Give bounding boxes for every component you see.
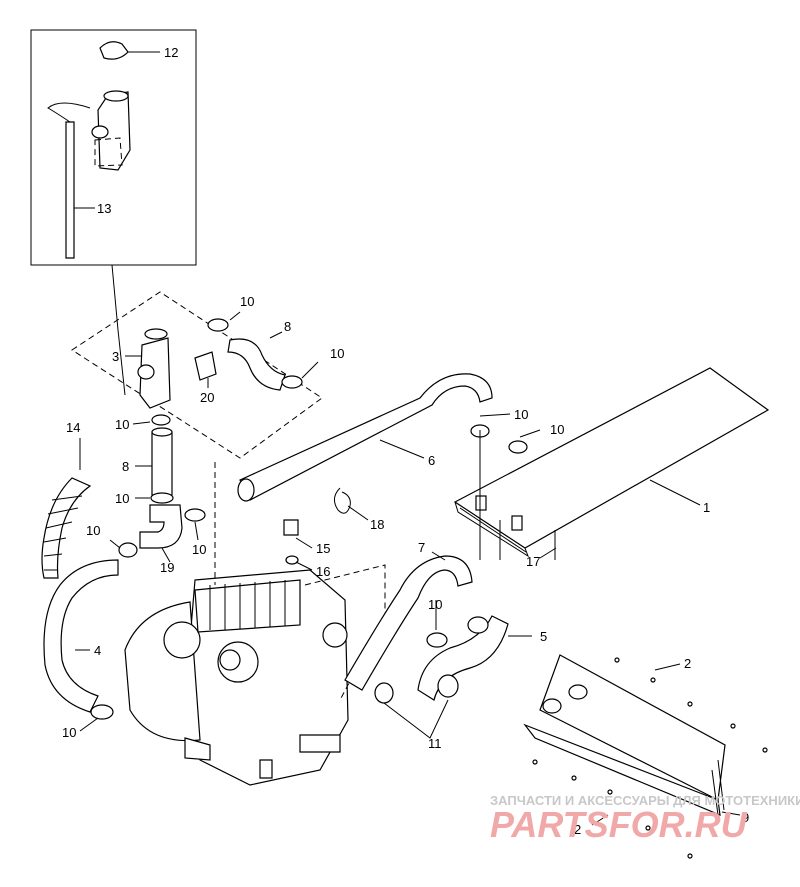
callout-15: 15 [316, 541, 330, 556]
hose-6 [237, 373, 493, 502]
callout-2-b: 2 [574, 822, 581, 837]
callout-10-f: 10 [192, 542, 206, 557]
callout-1: 1 [703, 500, 710, 515]
callout-5: 5 [540, 629, 547, 644]
clamp-elbow-a [184, 508, 206, 522]
hose-5 [417, 615, 509, 701]
engine-block [124, 569, 349, 786]
callout-16: 16 [316, 564, 330, 579]
hose-adapter-20 [194, 351, 217, 381]
callout-6: 6 [428, 453, 435, 468]
spring-clip-18 [334, 487, 351, 514]
coolant-reservoir [91, 90, 131, 171]
callout-14: 14 [66, 420, 80, 435]
callout-18: 18 [370, 517, 384, 532]
callout-8-b: 8 [122, 459, 129, 474]
callout-10-j: 10 [428, 597, 442, 612]
leader-lines [74, 51, 741, 826]
callout-3: 3 [112, 349, 119, 364]
clamp-upper-a [207, 318, 229, 332]
callout-10-c: 10 [115, 417, 129, 432]
connector-11a [374, 682, 394, 704]
callout-17: 17 [526, 554, 540, 569]
connector-11b [437, 674, 459, 698]
callout-10-a: 10 [240, 294, 254, 309]
callout-9: 9 [742, 810, 749, 825]
callout-20: 20 [200, 390, 214, 405]
callout-10-i: 10 [550, 422, 564, 437]
hose-4 [43, 559, 119, 713]
hose-8-lower [151, 427, 173, 496]
hose-8-upper [227, 338, 286, 391]
callout-4: 4 [94, 643, 101, 658]
reservoir-cap [99, 41, 129, 60]
watermark-logo: PARTSFOR.RU [490, 804, 748, 845]
callout-8-a: 8 [284, 319, 291, 334]
callout-19: 19 [160, 560, 174, 575]
callout-2-a: 2 [684, 656, 691, 671]
callout-labels: 12 13 3 20 10 8 10 10 14 8 10 10 19 10 4… [62, 45, 749, 837]
callout-10-e: 10 [86, 523, 100, 538]
callout-12: 12 [164, 45, 178, 60]
callout-7: 7 [418, 540, 425, 555]
callout-10-g: 10 [62, 725, 76, 740]
washer-16 [285, 555, 299, 565]
protector-plate-9 [523, 654, 726, 816]
bolts-2 [532, 657, 768, 859]
clamp-mid-a [151, 414, 171, 426]
corrugated-hose-14 [41, 477, 92, 579]
hose-7 [344, 555, 473, 691]
clamp-mid-b [150, 492, 174, 504]
callout-13: 13 [97, 201, 111, 216]
clamp-right-c [508, 440, 528, 454]
watermark-tagline: ЗАПЧАСТИ И АКСЕССУАРЫ ДЛЯ МОТОТЕХНИКИ [490, 793, 800, 808]
heat-exchanger-1 [453, 367, 770, 558]
watermark: ЗАПЧАСТИ И АКСЕССУАРЫ ДЛЯ МОТОТЕХНИКИ PA… [490, 793, 800, 845]
clamp-lower-left [90, 704, 114, 720]
bleed-screw-15 [283, 519, 299, 536]
coolant-fitting [137, 328, 171, 409]
clamp-elbow-b [118, 542, 138, 558]
clamp-right-a [426, 632, 448, 648]
elbow-19 [139, 504, 183, 549]
clamp-upper-b [281, 375, 303, 389]
callout-11: 11 [428, 736, 442, 751]
inset-frame [30, 29, 197, 266]
overflow-hose [47, 102, 91, 259]
callout-10-d: 10 [115, 491, 129, 506]
callout-10-b: 10 [330, 346, 344, 361]
callout-10-h: 10 [514, 407, 528, 422]
